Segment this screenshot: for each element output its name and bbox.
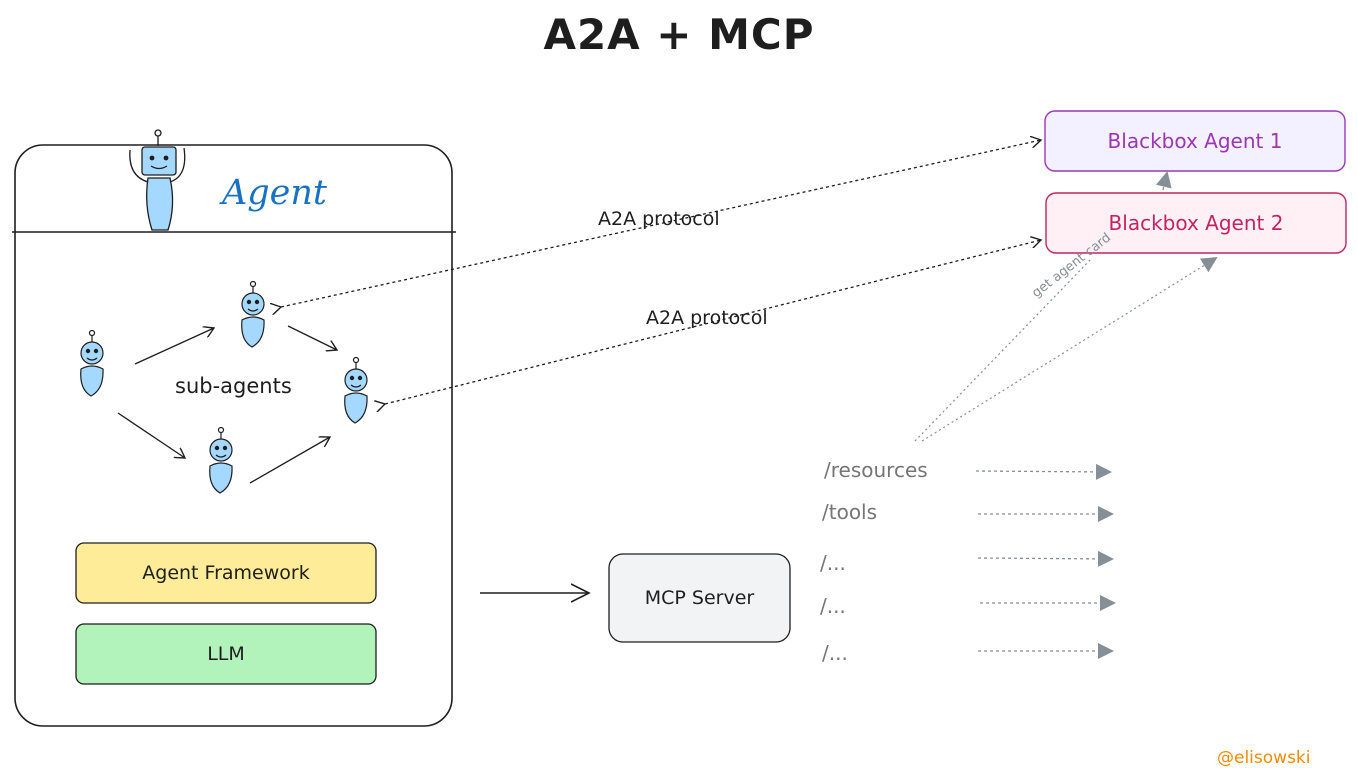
- a2a-protocol-arrow-lower: [385, 240, 1041, 404]
- a2a-protocol-arrow-upper: [281, 140, 1041, 307]
- mcp-server-label: MCP Server: [644, 587, 755, 609]
- sub-agent-arrow: [287, 325, 337, 350]
- llm-box: [75, 623, 377, 685]
- llm-label: LLM: [207, 643, 245, 665]
- a2a-protocol-label-upper: A2A protocol: [598, 208, 720, 230]
- mcp-path-more: /...: [822, 641, 848, 665]
- sub-agent-robot-icon: [344, 356, 368, 424]
- blackbox-agent-1-box: [1044, 110, 1346, 172]
- a2a-protocol-label-lower: A2A protocol: [646, 307, 768, 329]
- mcp-path-arrow: [975, 463, 1112, 480]
- author-credit: @elisowski: [1217, 748, 1311, 768]
- agent-card-arrow: [921, 256, 1218, 442]
- blackbox-agent-2-box: [1045, 192, 1347, 254]
- agent-title: Agent: [222, 173, 327, 213]
- agent-robot-icon: [129, 129, 186, 231]
- agent-card-line: [914, 257, 1093, 442]
- sub-agent-robot-icon: [209, 426, 233, 494]
- blackbox-agent-1-label: Blackbox Agent 1: [1107, 129, 1283, 153]
- mcp-path-resources: /resources: [824, 458, 928, 482]
- blackbox-link-arrow: [1156, 171, 1172, 191]
- agent-framework-box: [75, 542, 377, 604]
- sub-agent-arrow: [249, 437, 330, 484]
- mcp-path-tools: /tools: [822, 500, 878, 524]
- mcp-path-more: /...: [820, 594, 846, 618]
- agent-container: [14, 144, 453, 727]
- blackbox-agent-2-label: Blackbox Agent 2: [1108, 211, 1284, 235]
- sub-agent-robot-icon: [80, 329, 104, 397]
- mcp-path-arrow: [977, 550, 1114, 567]
- sub-agent-robot-icon: [241, 280, 265, 348]
- page-title: A2A + MCP: [543, 10, 815, 59]
- sub-agent-arrow: [134, 328, 214, 365]
- mcp-server-box: [608, 553, 791, 643]
- sub-agent-arrow: [117, 412, 185, 458]
- mcp-path-more: /...: [820, 551, 846, 575]
- agent-framework-label: Agent Framework: [142, 562, 310, 584]
- sub-agents-label: sub-agents: [175, 374, 292, 398]
